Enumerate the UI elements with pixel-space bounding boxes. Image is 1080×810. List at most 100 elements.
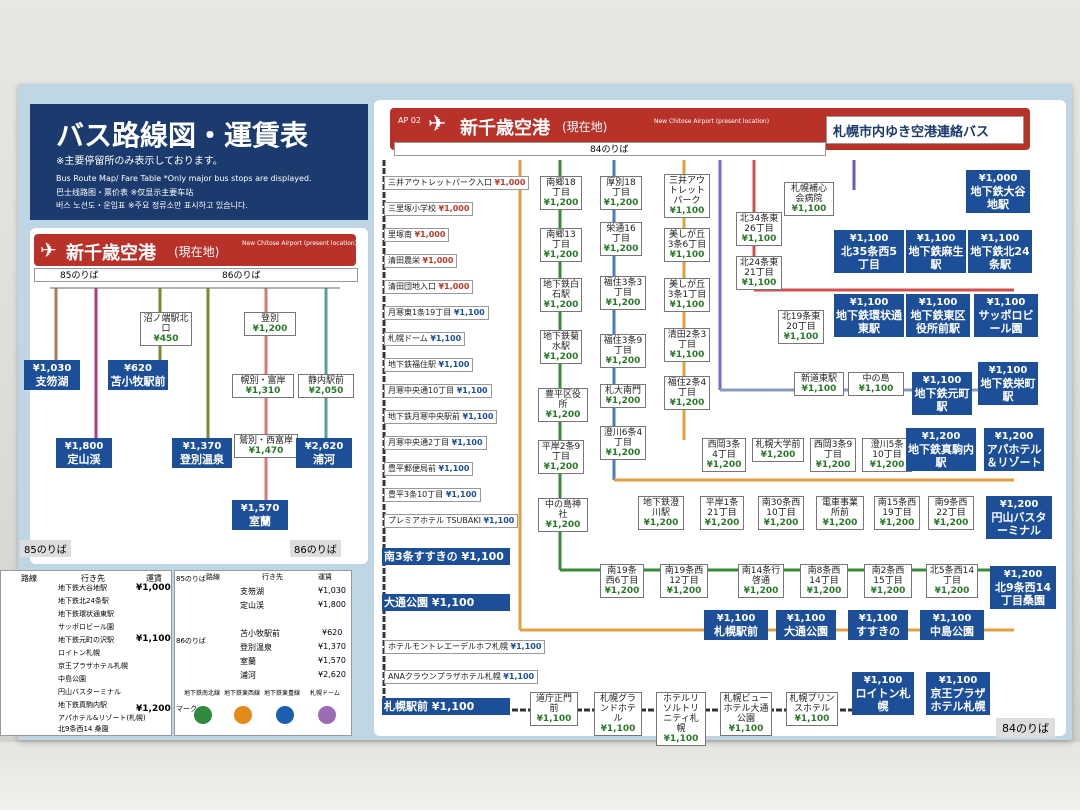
list-stop: プレミアホテル TSUBAKI ¥1,100 bbox=[384, 514, 518, 528]
row-stop: 札幌大学前¥1,200 bbox=[752, 438, 804, 462]
ft2-fare: ¥2,620 bbox=[318, 670, 346, 679]
col-stop: 中の島神社¥1,200 bbox=[538, 498, 588, 532]
row-stop: 平岸1条21丁目¥1,200 bbox=[700, 496, 744, 530]
ft2-fare: ¥620 bbox=[322, 628, 342, 637]
left-destination: ¥2,620浦河 bbox=[296, 438, 352, 468]
right-destination: ¥1,200地下鉄真駒内駅 bbox=[906, 428, 976, 471]
col-stop: 厚別18丁目¥1,200 bbox=[600, 176, 642, 210]
left-stop: 鷲別・西富岸¥1,470 bbox=[234, 434, 298, 458]
fare-value: ¥1,000 bbox=[136, 583, 171, 593]
right-destination: ¥1,100中島公園 bbox=[920, 610, 984, 640]
left-stop: 幌別・富岸¥1,310 bbox=[232, 374, 294, 398]
row-stop: 南15条西19丁目¥1,200 bbox=[874, 496, 920, 530]
col-stop: 美しが丘3条6丁目¥1,100 bbox=[664, 228, 710, 262]
col-stop: 澄川6条4丁目¥1,200 bbox=[600, 426, 646, 460]
title-panel: バス路線図・運賃表 ※主要停留所のみ表示しております。 Bus Route Ma… bbox=[30, 104, 368, 220]
main-origin-en: New Chitose Airport (present location) bbox=[654, 118, 769, 125]
list-stop: 豊平3条10丁目 ¥1,100 bbox=[384, 488, 481, 502]
right-destination: ¥1,100北35条西5丁目 bbox=[834, 230, 904, 273]
platform-85-footer: 85のりば bbox=[20, 540, 71, 557]
p86-tag: 86のりば bbox=[176, 636, 206, 646]
fare-row: 地下鉄北24条駅 bbox=[58, 596, 109, 606]
left-origin-header: ✈ 新千歳空港 (現在地) New Chitose Airport (prese… bbox=[34, 234, 356, 266]
p85-tag: 85のりば bbox=[176, 574, 206, 584]
row-stop: 南19条西12丁目¥1,200 bbox=[660, 564, 708, 598]
title-jp: バス路線図・運賃表 bbox=[56, 114, 308, 154]
bus-title: 札幌市内ゆき空港連絡バス bbox=[833, 121, 989, 140]
col-stop: 札大南門¥1,200 bbox=[600, 384, 646, 408]
right-destination: ¥1,200円山バスターミナル bbox=[986, 496, 1052, 539]
list-major-stop: 大通公園 ¥1,100 bbox=[382, 594, 510, 611]
ft2-fare: ¥1,570 bbox=[318, 656, 346, 665]
col-stop: 南郷13丁目¥1,200 bbox=[540, 228, 582, 262]
mark-tozai: 地下鉄東西線 bbox=[224, 688, 260, 697]
right-destination: ¥1,200アパホテル＆リゾート bbox=[984, 428, 1044, 471]
col-stop: 三井アウトレットパーク¥1,100 bbox=[664, 174, 710, 218]
list-stop: 豊平郵便局前 ¥1,100 bbox=[384, 462, 473, 476]
list-stop: ホテルモントレエーデルホフ札幌 ¥1,100 bbox=[384, 640, 545, 654]
platform-86-footer: 86のりば bbox=[290, 540, 341, 557]
col-stop: 清田2条3丁目¥1,100 bbox=[664, 328, 710, 362]
title-en: Bus Route Map/ Fare Table *Only major bu… bbox=[56, 174, 312, 183]
fare-row: 地下鉄大谷地駅 bbox=[58, 583, 107, 593]
ft2-row: 苫小牧駅前 bbox=[240, 628, 280, 639]
list-stop: 地下鉄月寒中央駅前 ¥1,100 bbox=[384, 410, 497, 424]
fare-row: ロイトン札幌 bbox=[58, 648, 100, 658]
right-destination: ¥1,100地下鉄麻生駅 bbox=[906, 230, 966, 273]
ft2-fare: ¥1,370 bbox=[318, 642, 346, 651]
left-origin-name: 新千歳空港 bbox=[66, 239, 156, 265]
row-stop: 南30条西10丁目¥1,200 bbox=[758, 496, 804, 530]
fare-row: アパホテル&リゾート(札幌) bbox=[58, 713, 146, 723]
left-origin-en: New Chitose Airport (present location) bbox=[242, 240, 357, 247]
main-origin-sub: (現在地) bbox=[562, 118, 607, 135]
title-ko: 버스 노선도・운임표 ※주요 정류소만 표시하고 있습니다. bbox=[56, 200, 248, 211]
title-note: ※主要停留所のみ表示しております。 bbox=[56, 152, 223, 167]
bottom-stop: 札幌グランドホテル¥1,100 bbox=[594, 692, 642, 736]
ft2-fare: ¥1,030 bbox=[318, 586, 346, 595]
platform-84-footer: 84のりば bbox=[996, 718, 1055, 738]
list-stop: 里塚南 ¥1,000 bbox=[384, 228, 449, 242]
ft2-row: 支笏湖 bbox=[240, 586, 264, 597]
left-stop: 登別¥1,200 bbox=[244, 312, 296, 336]
row-stop: 南14条行啓通¥1,200 bbox=[738, 564, 784, 598]
floor bbox=[0, 742, 1080, 810]
col-stop: 南郷18丁目¥1,200 bbox=[540, 176, 582, 210]
left-stop: 静内駅前¥2,050 bbox=[298, 374, 354, 398]
col-stop: 平岸2条9丁目¥1,200 bbox=[538, 440, 584, 474]
col-stop: 栄通16丁目¥1,200 bbox=[600, 222, 642, 256]
fare-row: 京王プラザホテル札幌 bbox=[58, 661, 128, 671]
list-stop: 地下鉄福住駅 ¥1,100 bbox=[384, 358, 473, 372]
row-stop: 北5条西14丁目¥1,200 bbox=[926, 564, 978, 598]
main-origin-name: 新千歳空港 bbox=[460, 114, 550, 140]
list-stop: 月寒中央通2丁目 ¥1,100 bbox=[384, 436, 487, 450]
fare-value: ¥1,200 bbox=[136, 704, 171, 714]
row-stop: 澄川5条10丁目¥1,200 bbox=[862, 438, 912, 472]
airplane-icon: ✈ bbox=[428, 112, 446, 137]
row-stop: 南19条西6丁目¥1,200 bbox=[600, 564, 644, 598]
list-stop: 三里塚小学校 ¥1,000 bbox=[384, 202, 473, 216]
fare-row: 地下鉄環状通東駅 bbox=[58, 609, 114, 619]
fare-row: サッポロビール園 bbox=[58, 622, 114, 632]
left-destination: ¥1,570室蘭 bbox=[232, 500, 288, 530]
col-stop: 福住3条9丁目¥1,200 bbox=[600, 334, 646, 368]
list-stop: 三井アウトレットパーク入口 ¥1,000 bbox=[384, 176, 529, 190]
col-stop: 美しが丘3条1丁目¥1,100 bbox=[664, 278, 710, 312]
fare-row: 地下鉄真駒内駅 bbox=[58, 700, 107, 710]
list-stop: ANAクラウンプラザホテル札幌 ¥1,100 bbox=[384, 670, 538, 684]
ft2-header-dest: 行き先 bbox=[262, 572, 283, 582]
col-stop: 北34条東26丁目¥1,100 bbox=[736, 212, 782, 246]
left-origin-sub: (現在地) bbox=[174, 243, 219, 260]
col-stop: 北19条東20丁目¥1,100 bbox=[778, 310, 824, 344]
list-stop: 清田農栄 ¥1,000 bbox=[384, 254, 457, 268]
left-stop: 沼ノ端駅北口¥450 bbox=[140, 312, 192, 346]
